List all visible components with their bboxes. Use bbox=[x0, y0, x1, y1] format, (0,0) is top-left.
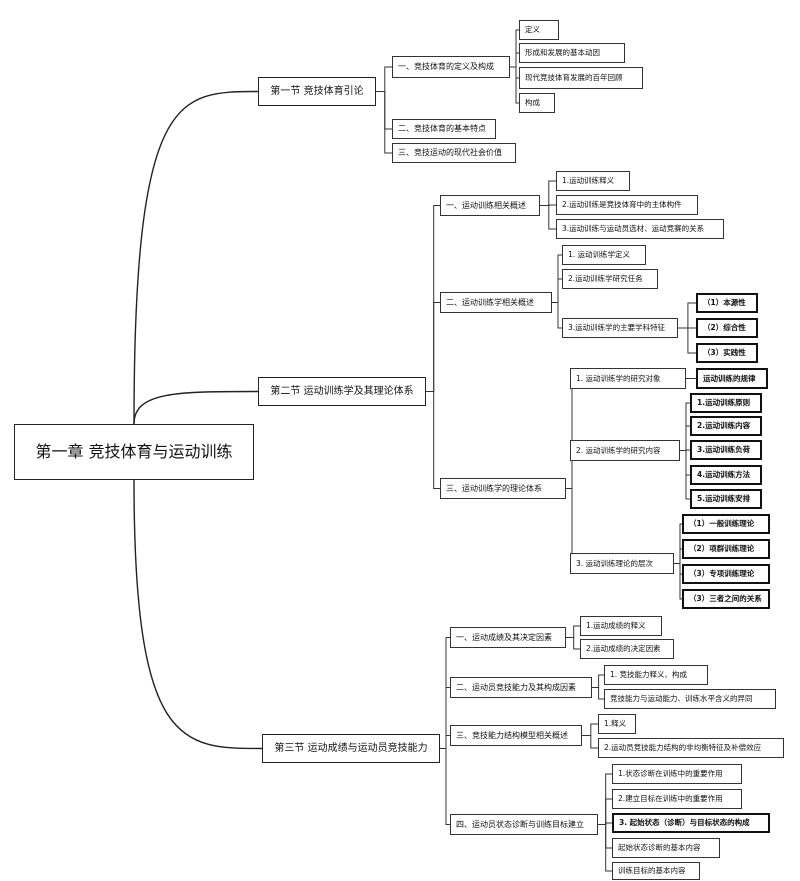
subtopic-node: 2.运动训练学研究任务 bbox=[562, 269, 658, 289]
connector-line bbox=[133, 479, 263, 750]
detail-node: （3）专项训练理论 bbox=[682, 564, 770, 584]
connector-line bbox=[598, 824, 612, 872]
topic-node: 二、运动训练学相关概述 bbox=[440, 292, 552, 313]
topic-node: 二、运动员竞技能力及其构成因素 bbox=[450, 677, 592, 698]
subtopic-node: 1.状态诊断在训练中的重要作用 bbox=[612, 764, 742, 784]
subtopic-node: 3.运动训练学的主要学科特征 bbox=[562, 318, 678, 338]
connector-line bbox=[582, 735, 598, 749]
detail-node: 5.运动训练安排 bbox=[690, 489, 762, 509]
subtopic-node: 2. 运动训练学的研究内容 bbox=[570, 440, 680, 461]
detail-node: 1.运动训练原则 bbox=[690, 393, 762, 413]
subtopic-node: 1. 竞技能力释义、构成 bbox=[604, 665, 708, 685]
topic-node: 二、竞技体育的基本特点 bbox=[392, 119, 496, 139]
topic-node: 一、竞技体育的定义及构成 bbox=[392, 56, 510, 78]
subtopic-node: 现代竞技体育发展的百年回顾 bbox=[519, 67, 643, 89]
topic-node: 三、运动训练学的理论体系 bbox=[440, 478, 566, 499]
subtopic-node: 形成和发展的基本动因 bbox=[519, 43, 625, 63]
subtopic-node: 1.运动成绩的释义 bbox=[580, 616, 662, 636]
connector-line bbox=[592, 687, 604, 700]
connector-line bbox=[680, 450, 690, 500]
connector-line bbox=[566, 637, 580, 650]
subtopic-node: 2.运动成绩的决定因素 bbox=[580, 639, 674, 659]
subtopic-node: 3. 起始状态（诊断）与目标状态的构成 bbox=[612, 813, 770, 833]
subtopic-node: 起始状态诊断的基本内容 bbox=[612, 838, 720, 858]
detail-node: （1）本源性 bbox=[696, 293, 758, 313]
subtopic-node: 定义 bbox=[519, 20, 559, 40]
detail-node: 4.运动训练方法 bbox=[690, 465, 762, 485]
subtopic-node: 竞技能力与运动能力、训练水平含义的异同 bbox=[604, 689, 776, 709]
detail-node: （2）综合性 bbox=[696, 318, 758, 338]
connector-line bbox=[674, 563, 682, 600]
topic-node: 四、运动员状态诊断与训练目标建立 bbox=[450, 814, 598, 835]
subtopic-node: 1.运动训练释义 bbox=[556, 171, 630, 191]
subtopic-node: 构成 bbox=[519, 93, 555, 113]
topic-node: 一、运动成绩及其决定因素 bbox=[450, 627, 566, 648]
subtopic-node: 1. 运动训练学定义 bbox=[562, 245, 646, 265]
detail-node: 3.运动训练负荷 bbox=[690, 440, 762, 460]
subtopic-node: 2.建立目标在训练中的重要作用 bbox=[612, 789, 742, 809]
detail-node: （3）实践性 bbox=[696, 343, 758, 363]
subtopic-node: 3.运动训练与运动员选材、运动竞赛的关系 bbox=[556, 219, 724, 239]
subtopic-node: 2.运动员竞技能力结构的非均衡特征及补偿效应 bbox=[598, 738, 784, 758]
section-node: 第二节 运动训练学及其理论体系 bbox=[258, 377, 426, 406]
connector-line bbox=[376, 91, 392, 154]
section-node: 第三节 运动成绩与运动员竞技能力 bbox=[262, 734, 440, 763]
detail-node: 运动训练的规律 bbox=[696, 368, 768, 389]
subtopic-node: 1.释义 bbox=[598, 714, 636, 734]
subtopic-node: 2.运动训练是竞技体育中的主体构件 bbox=[556, 195, 698, 215]
subtopic-node: 3. 运动训练理论的层次 bbox=[570, 553, 674, 574]
detail-node: 2.运动训练内容 bbox=[690, 416, 762, 436]
detail-node: （1）一般训练理论 bbox=[682, 514, 770, 534]
connector-line bbox=[426, 391, 440, 489]
detail-node: （2）项群训练理论 bbox=[682, 539, 770, 559]
connector-line bbox=[440, 748, 450, 825]
topic-node: 三、竞技能力结构模型相关概述 bbox=[450, 725, 582, 746]
connector-line bbox=[510, 66, 519, 104]
topic-node: 一、运动训练相关概述 bbox=[440, 195, 540, 216]
root-node: 第一章 竞技体育与运动训练 bbox=[14, 424, 254, 480]
connector-line bbox=[552, 302, 562, 329]
connector-line bbox=[133, 90, 259, 425]
detail-node: （3）三者之间的关系 bbox=[682, 589, 770, 609]
subtopic-node: 训练目标的基本内容 bbox=[612, 862, 700, 880]
connector-line bbox=[133, 390, 259, 425]
connector-line bbox=[678, 327, 696, 354]
topic-node: 三、竞技运动的现代社会价值 bbox=[392, 143, 516, 163]
subtopic-node: 1. 运动训练学的研究对象 bbox=[570, 368, 686, 389]
section-node: 第一节 竞技体育引论 bbox=[258, 77, 376, 106]
connector-line bbox=[540, 205, 556, 230]
